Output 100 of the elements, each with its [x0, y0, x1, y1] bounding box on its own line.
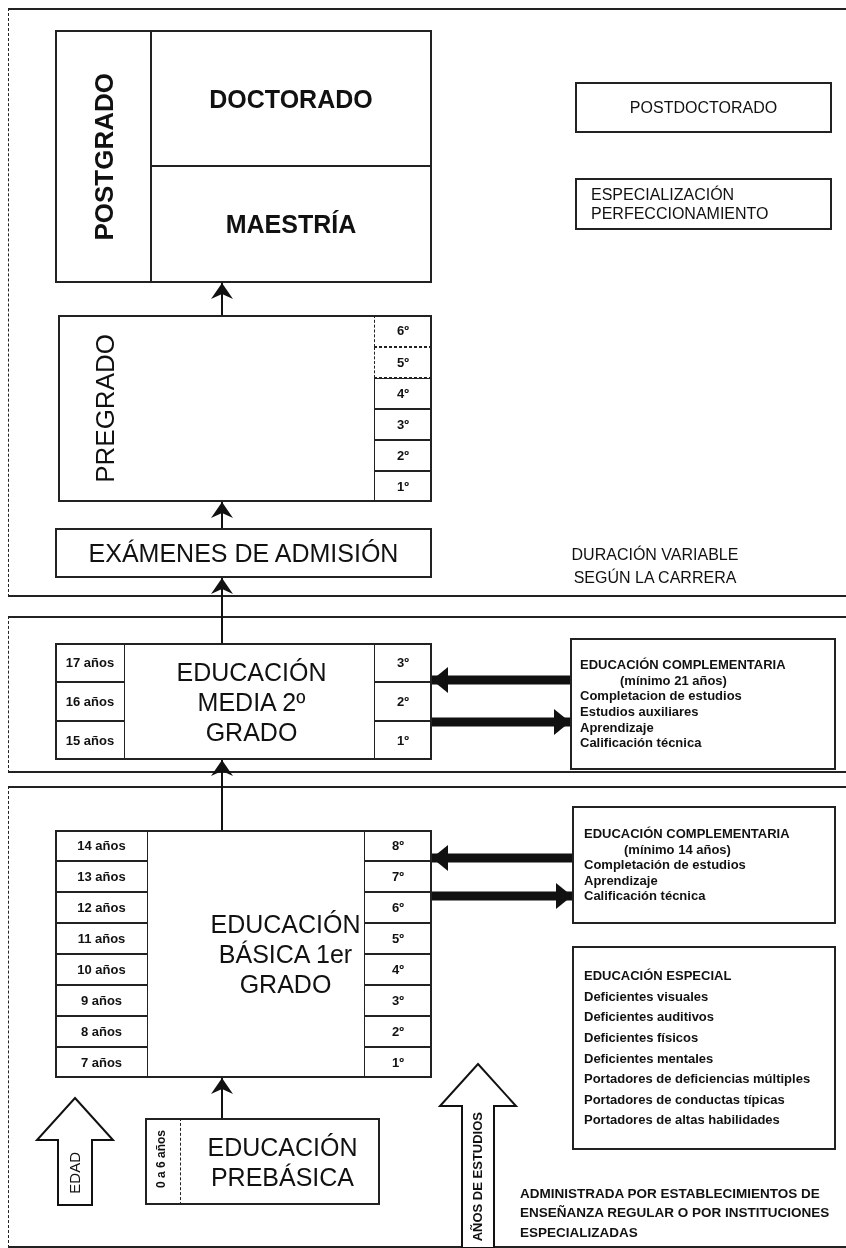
table-cell	[364, 985, 432, 1016]
table-cell	[55, 923, 148, 954]
grade-label: 1º	[392, 1054, 404, 1071]
heading-text: POSTGRADO	[88, 72, 120, 241]
heading-text: POSTDOCTORADO	[629, 97, 778, 118]
table-cell	[374, 347, 432, 378]
item-text: (mínimo 14 años)	[624, 841, 731, 858]
table-cell	[374, 440, 432, 471]
level-box	[58, 315, 432, 502]
table-cell	[364, 892, 432, 923]
heading-text: EDUCACIÓN MEDIA 2º GRADO	[175, 656, 328, 747]
item-text: Portadores de altas habilidades	[584, 1112, 780, 1128]
table-cell	[55, 1016, 148, 1047]
axis-label: AÑOS DE ESTUDIOS	[468, 1112, 486, 1242]
exam-box	[55, 528, 432, 578]
heading-text: PREGRADO	[90, 334, 122, 483]
age-label: 7 años	[80, 1054, 123, 1071]
level-box	[55, 643, 432, 760]
arrow	[432, 667, 570, 693]
grade-label: 4º	[392, 961, 404, 978]
heading-text: ESPECIALIZACIÓN	[591, 184, 735, 204]
table-cell	[55, 721, 125, 760]
age-label: 13 años	[77, 868, 126, 885]
arrow	[211, 501, 233, 529]
item-text: Completación de estudios	[584, 857, 746, 873]
program-box	[575, 178, 832, 230]
grade-label: 2º	[397, 447, 409, 464]
grade-label: 6º	[392, 899, 404, 916]
grade-label: 4º	[397, 385, 409, 402]
grade-label: 2º	[392, 1023, 404, 1040]
table-cell	[374, 682, 432, 721]
note-text: DURACIÓN VARIABLE SEGÚN LA CARRERA	[570, 544, 740, 588]
arrow	[211, 282, 233, 316]
table-cell	[364, 830, 432, 861]
heading-text: EDUCACIÓN BÁSICA 1er GRADO	[209, 909, 362, 999]
heading-text: MAESTRÍA	[225, 209, 357, 239]
heading-text: EDUCACIÓN COMPLEMENTARIA	[580, 657, 786, 673]
heading-text: EDUCACIÓN ESPECIAL	[584, 968, 732, 984]
item-text: Estudios auxiliares	[580, 704, 699, 720]
heading-text: EDUCACIÓN COMPLEMENTARIA	[584, 826, 790, 842]
table-cell	[55, 985, 148, 1016]
table-cell	[364, 861, 432, 892]
arrow	[432, 709, 570, 735]
table-cell	[55, 643, 125, 682]
level-box	[55, 830, 432, 1078]
arrow	[211, 1077, 233, 1119]
item-text: Portadores de deficiencias múltiples	[584, 1071, 811, 1087]
note-text: ADMINISTRADA POR ESTABLECIMIENTOS DE ENSEÑANZA REGULAR O POR INSTITUCIONES ESPECIALIZADAS	[520, 1184, 831, 1242]
arrow	[432, 845, 572, 871]
grade-label: 3º	[397, 654, 409, 671]
table-cell	[374, 643, 432, 682]
table-cell	[55, 830, 148, 861]
item-text: Aprendizaje	[584, 872, 658, 889]
age-label: 10 años	[77, 961, 126, 978]
age-label: 9 años	[80, 992, 123, 1009]
grade-label: 5º	[397, 354, 409, 371]
arrow	[211, 577, 233, 644]
info-panel	[570, 638, 836, 770]
grade-label: 3º	[397, 416, 409, 433]
level-box	[145, 1118, 380, 1205]
arrow	[211, 759, 233, 831]
table-cell	[55, 1047, 148, 1078]
info-panel	[572, 806, 836, 924]
grade-label: 6º	[397, 323, 409, 339]
item-text: Deficientes auditivos	[584, 1009, 715, 1025]
table-cell	[364, 954, 432, 985]
table-cell	[374, 721, 432, 760]
table-cell	[374, 471, 432, 502]
heading-text: DOCTORADO	[209, 83, 373, 114]
age-label: 16 años	[65, 693, 115, 710]
grade-label: 1º	[397, 478, 409, 495]
item-text: Deficientes visuales	[584, 988, 709, 1005]
table-cell	[55, 892, 148, 923]
age-label: 11 años	[77, 930, 126, 947]
grade-label: 8º	[392, 837, 404, 854]
item-text: Aprendizaje	[580, 719, 654, 736]
arrow	[432, 883, 572, 909]
item-text: Completacion de estudios	[580, 688, 742, 704]
table-cell	[374, 409, 432, 440]
grade-label: 7º	[392, 868, 404, 885]
grade-label: 3º	[392, 992, 404, 1009]
age-label: 17 años	[65, 654, 115, 671]
grade-label: 5º	[392, 930, 404, 947]
table-cell	[374, 315, 432, 347]
heading-text: 0 a 6 años	[153, 1130, 169, 1189]
table-cell	[374, 378, 432, 409]
axis-label: EDAD	[65, 1152, 85, 1194]
age-label: 12 años	[77, 899, 126, 916]
grade-label: 2º	[397, 693, 409, 710]
item-text: PERFECCIONAMIENTO	[591, 204, 769, 224]
level-box	[55, 30, 432, 283]
item-text: Deficientes físicos	[584, 1029, 699, 1046]
item-text: Calificación técnica	[580, 735, 702, 751]
table-cell	[364, 923, 432, 954]
age-label: 8 años	[80, 1023, 123, 1040]
table-cell	[55, 682, 125, 721]
info-panel	[572, 946, 836, 1150]
item-text: Portadores de conductas típicas	[584, 1091, 785, 1108]
heading-text: EXÁMENES DE ADMISIÓN	[88, 538, 399, 568]
table-cell	[364, 1016, 432, 1047]
